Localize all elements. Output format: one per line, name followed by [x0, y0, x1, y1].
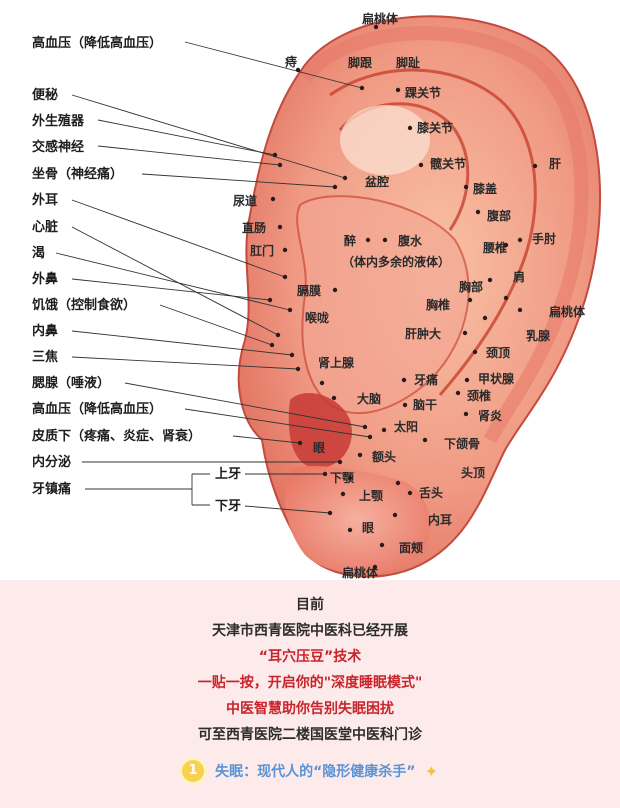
ear-label: 膝关节	[417, 120, 453, 135]
sparkle-icon: ✦	[424, 761, 438, 781]
ear-label: 直肠	[242, 220, 266, 235]
ear-label: 腹水	[398, 233, 423, 248]
label-lower-teeth: 下牙	[215, 499, 241, 514]
helix-rim	[299, 26, 589, 444]
label-parotid: 腮腺（唾液）	[32, 375, 110, 391]
label-sympathetic-nerve: 交感神经	[32, 139, 84, 155]
ear-label: 颈顶	[485, 346, 510, 360]
ear-label: 眼	[313, 441, 325, 455]
ear-label: 腹部	[487, 208, 511, 223]
ear-chart: 高血压（降低高血压） 便秘 外生殖器 交感神经 坐骨（神经痛） 外耳 心脏 渴 …	[31, 11, 602, 580]
label-constipation: 便秘	[32, 87, 58, 103]
ear-label: 下颚	[330, 471, 354, 485]
label-hypertension-1: 高血压（降低高血压）	[32, 35, 162, 51]
label-triple-burner: 三焦	[32, 349, 58, 365]
ear-label: 舌头	[419, 485, 443, 500]
antihelix	[329, 68, 537, 396]
ear-label: 头顶	[461, 465, 485, 480]
label-heart: 心脏	[32, 219, 58, 235]
ear-label: 大脑	[357, 391, 381, 406]
label-outer-nose: 外鼻	[31, 271, 58, 287]
ear-label: 脑干	[412, 397, 437, 412]
ear-acupoint-diagram: 高血压（降低高血压） 便秘 外生殖器 交感神经 坐骨（神经痛） 外耳 心脏 渴 …	[31, 11, 602, 580]
label-hypertension-2: 高血压（降低高血压）	[32, 401, 162, 417]
ear-labels: 扁桃体 扁桃体 痔 脚跟 脚趾 踝关节 膝关节 髋关节 盆腔 膝盖 肝 尿道 腹…	[233, 11, 586, 580]
ear-label: 上颚	[359, 488, 383, 503]
ear-label: 眼	[362, 521, 374, 535]
label-outer-ear: 外耳	[31, 192, 58, 208]
ear-label: 肝肿大	[405, 326, 441, 341]
ear-label: 痔	[285, 54, 297, 69]
ear-label: 踝关节	[405, 85, 441, 100]
concha	[296, 195, 470, 415]
ear-label: 膝盖	[473, 181, 497, 196]
label-toothache-relief: 牙镇痛	[32, 481, 71, 497]
label-endocrine: 内分泌	[32, 454, 71, 470]
ear-lobe	[285, 465, 431, 574]
ear-label: 肾炎	[478, 408, 502, 423]
label-external-genitals: 外生殖器	[31, 113, 85, 129]
ear-label: 扁桃体	[549, 304, 586, 319]
ear-label: 甲状腺	[478, 371, 515, 386]
left-labels: 高血压（降低高血压） 便秘 外生殖器 交感神经 坐骨（神经痛） 外耳 心脏 渴 …	[31, 35, 371, 514]
ear-label: 下颌骨	[444, 436, 480, 451]
ear-label: 腰椎	[482, 240, 507, 255]
triangular-fossa	[340, 105, 430, 175]
info-line-5: 中医智慧助你告别失眠困扰	[226, 701, 394, 717]
ear-label: 颈椎	[466, 388, 491, 403]
label-upper-teeth: 上牙	[215, 467, 241, 482]
ear-label: （体内多余的液体）	[342, 254, 450, 269]
info-line-3: “耳穴压豆”技术	[258, 649, 362, 665]
ear-label: 脚趾	[396, 55, 420, 70]
ear-label: 面颊	[399, 540, 423, 555]
ear-label: 脚跟	[348, 55, 373, 70]
ear-label: 肝	[549, 156, 561, 171]
ear-label: 内耳	[428, 512, 452, 527]
ear-label: 牙痛	[414, 372, 438, 387]
label-hunger: 饥饿（控制食欲）	[32, 297, 136, 313]
label-sciatic: 坐骨（神经痛）	[32, 166, 123, 182]
ear-label: 盆腔	[364, 174, 389, 189]
acupoint-dots	[267, 24, 538, 570]
tip-number-badge: 1	[182, 760, 204, 782]
info-line-1: 目前	[296, 597, 324, 613]
info-line-2: 天津市西青医院中医科已经开展	[212, 623, 408, 639]
ear-label: 胸椎	[426, 297, 450, 312]
ear-label: 额头	[372, 449, 396, 464]
ear-label: 膈膜	[296, 283, 321, 298]
ear-label: 胸部	[459, 279, 483, 294]
ear-label: 肩	[513, 269, 525, 284]
info-panel: 目前 天津市西青医院中医科已经开展 “耳穴压豆”技术 一贴一按，开启你的"深度睡…	[0, 580, 620, 808]
ear-label: 手肘	[532, 231, 556, 246]
ear-label: 太阳	[394, 419, 418, 434]
label-subcortex: 皮质下（疼痛、炎症、肾衰）	[31, 428, 201, 444]
ear-label: 喉咙	[305, 310, 329, 325]
ear-label: 肾上腺	[318, 355, 355, 370]
ear-canal	[288, 392, 352, 469]
label-inner-nose: 内鼻	[32, 323, 58, 339]
ear-label-tonsil-top: 扁桃体	[362, 11, 399, 26]
ear-label: 肛门	[250, 243, 274, 258]
ear-label-tonsil-bottom: 扁桃体	[342, 565, 379, 580]
tip-row: 1 失眠：现代人的“隐形健康杀手” ✦	[0, 760, 620, 782]
ear-label: 乳腺	[526, 328, 551, 343]
ear-label: 尿道	[233, 193, 257, 208]
info-line-4: 一贴一按，开启你的"深度睡眠模式"	[197, 675, 423, 691]
ear-label: 醉	[344, 233, 356, 248]
info-line-6: 可至西青医院二楼国医堂中医科门诊	[198, 727, 422, 743]
tip-heading: 失眠：现代人的“隐形健康杀手”	[215, 764, 416, 780]
ear-label: 髋关节	[430, 156, 466, 171]
label-thirst: 渴	[32, 246, 45, 261]
